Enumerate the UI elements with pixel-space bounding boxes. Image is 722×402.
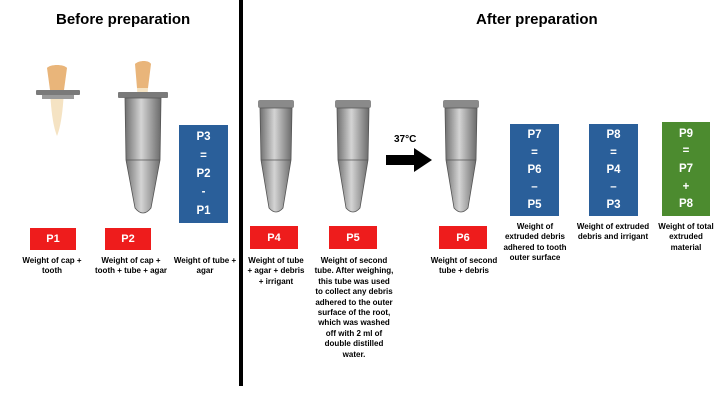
- caption-p1: Weight of cap + tooth: [22, 256, 82, 276]
- formula-p7-term-1: =: [531, 146, 538, 159]
- formula-p8-term-0: P8: [606, 129, 621, 142]
- caption-p7: Weight of extruded debris adhered to too…: [503, 222, 567, 263]
- formula-p3-term-0: P3: [196, 131, 211, 144]
- label-p4: P4: [250, 226, 298, 249]
- formula-p8-term-1: =: [610, 146, 617, 159]
- cap-with-tooth-illustration: [36, 65, 80, 136]
- formula-p3-term-2: P2: [196, 167, 211, 180]
- label-p2: P2: [105, 228, 151, 250]
- tube-debris-illustration: [258, 100, 294, 213]
- formula-p8-term-3: –: [610, 181, 617, 194]
- incubation-temperature-label: 37°C: [394, 134, 417, 145]
- formula-p7-term-0: P7: [527, 129, 542, 142]
- heading-after-preparation: After preparation: [476, 11, 598, 28]
- label-p1: P1: [30, 228, 76, 250]
- formula-p9-term-1: =: [682, 145, 690, 158]
- label-p6: P6: [439, 226, 487, 249]
- label-p5: P5: [329, 226, 377, 249]
- second-tube-illustration: [335, 100, 371, 213]
- formula-p8-term-2: P4: [606, 163, 621, 176]
- formula-p3-term-3: -: [201, 186, 206, 199]
- tube-with-tooth-illustration: [118, 61, 168, 214]
- formula-p7-term-3: –: [531, 181, 538, 194]
- formula-p3-term-4: P1: [196, 204, 211, 217]
- formula-box-p7: P7 = P6 – P5: [510, 124, 559, 216]
- caption-p4: Weight of tube + agar + debris + irrigan…: [247, 256, 305, 286]
- caption-p9: Weight of total extruded material: [658, 222, 714, 252]
- formula-box-p9: P9 = P7 + P8: [662, 122, 710, 216]
- caption-p6: Weight of second tube + debris: [430, 256, 498, 276]
- formula-p7-term-4: P5: [527, 198, 542, 211]
- heading-before-preparation: Before preparation: [56, 11, 191, 28]
- formula-p7-term-2: P6: [527, 163, 542, 176]
- second-tube-debris-illustration: [443, 100, 479, 213]
- caption-p8: Weight of extruded debris and irrigant: [576, 222, 650, 242]
- caption-p5: Weight of second tube. After weighing, t…: [314, 256, 394, 359]
- formula-p9-term-3: +: [682, 180, 690, 193]
- caption-p3: Weight of tube + agar: [173, 256, 237, 276]
- formula-p9-term-4: P8: [678, 198, 694, 211]
- formula-p9-term-0: P9: [678, 127, 694, 140]
- arrow-right-icon: [386, 148, 432, 172]
- formula-p9-term-2: P7: [678, 162, 694, 175]
- formula-box-p8: P8 = P4 – P3: [589, 124, 638, 216]
- formula-box-p3: P3 = P2 - P1: [179, 125, 228, 223]
- formula-p8-term-4: P3: [606, 198, 621, 211]
- formula-p3-term-1: =: [200, 149, 207, 162]
- caption-p2: Weight of cap + tooth + tube + agar: [95, 256, 168, 276]
- section-divider: [239, 0, 243, 386]
